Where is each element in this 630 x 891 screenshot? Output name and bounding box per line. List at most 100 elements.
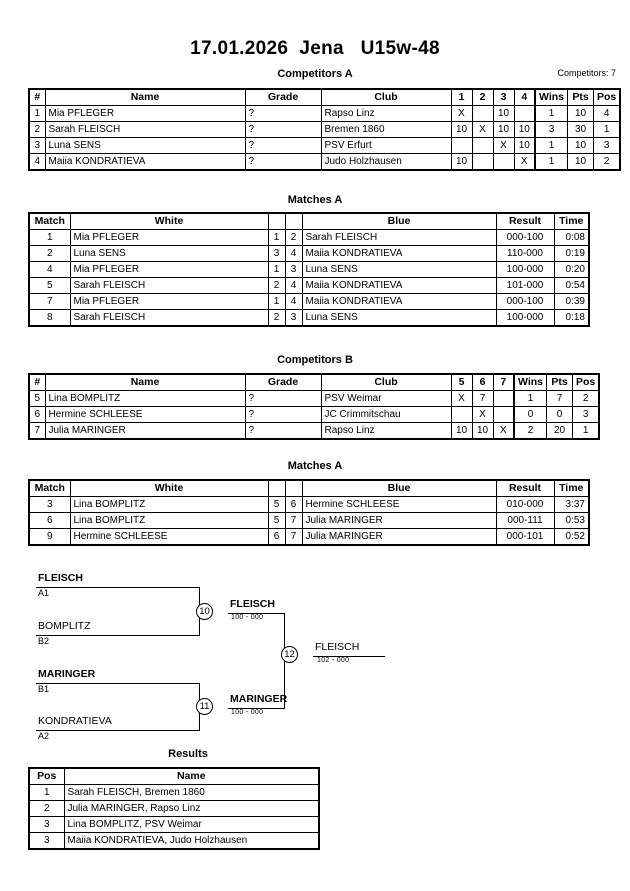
col-header-wins: Wins bbox=[534, 88, 568, 106]
bracket-winner-name: MARINGER bbox=[230, 693, 288, 705]
bracket-winner-name: FLEISCH bbox=[315, 641, 360, 653]
cell-vs-5: 10 bbox=[450, 422, 473, 440]
cell-num: 6 bbox=[28, 406, 46, 423]
cell-pts: 10 bbox=[567, 153, 594, 171]
cell-white: Mia PFLEGER bbox=[69, 293, 269, 310]
cell-name: Julia MARINGER, Rapso Linz bbox=[63, 800, 320, 817]
bracket-winner-score: 102 - 000 bbox=[317, 657, 350, 664]
bracket-seed-name: KONDRATIEVA bbox=[38, 715, 112, 727]
cell-time: 0:19 bbox=[553, 245, 590, 262]
cell-club: JC Crimmitschau bbox=[320, 406, 452, 423]
bracket-seed-code: A2 bbox=[38, 731, 50, 741]
cell-pts: 10 bbox=[567, 105, 594, 122]
bracket-line bbox=[228, 613, 285, 614]
cell-vs-5 bbox=[450, 406, 473, 423]
cell-blue-num: 7 bbox=[284, 528, 303, 546]
cell-grade: ? bbox=[244, 105, 322, 122]
cell-vs-1: X bbox=[450, 105, 473, 122]
cell-white: Mia PFLEGER bbox=[69, 229, 269, 246]
matches-a-heading: Matches A bbox=[287, 194, 343, 206]
cell-name: Sarah FLEISCH, Bremen 1860 bbox=[63, 784, 320, 801]
bracket-line bbox=[36, 730, 200, 731]
table-row: 4 Mia PFLEGER 1 3 Luna SENS 100-000 0:20 bbox=[28, 261, 590, 278]
cell-vs-1 bbox=[450, 137, 473, 154]
cell-white: Hermine SCHLEESE bbox=[69, 528, 269, 546]
pool-a-heading: Competitors A bbox=[277, 68, 353, 80]
results-table: Pos Name 1 Sarah FLEISCH, Bremen 1860 2 … bbox=[28, 767, 320, 850]
cell-time: 0:18 bbox=[553, 309, 590, 327]
cell-club: Judo Holzhausen bbox=[320, 153, 452, 171]
bracket-winner-name: FLEISCH bbox=[230, 598, 275, 610]
col-header-blue-num bbox=[284, 212, 303, 230]
table-header-row: Pos Name bbox=[28, 767, 320, 785]
cell-white: Sarah FLEISCH bbox=[69, 277, 269, 294]
matches-a-table: Match White Blue Result Time 1 Mia PFLEG… bbox=[28, 212, 590, 327]
col-header-name: Name bbox=[44, 373, 246, 391]
cell-pos: 3 bbox=[28, 816, 65, 833]
table-row: 3 Maiia KONDRATIEVA, Judo Holzhausen bbox=[28, 832, 320, 850]
bracket-node-11: 11 bbox=[196, 698, 213, 715]
cell-num: 4 bbox=[28, 153, 46, 171]
cell-blue: Julia MARINGER bbox=[301, 512, 497, 529]
col-header-blue-num bbox=[284, 479, 303, 497]
bracket-node-10: 10 bbox=[196, 603, 213, 620]
cell-blue-num: 4 bbox=[284, 245, 303, 262]
col-header-pts: Pts bbox=[567, 88, 594, 106]
cell-match: 1 bbox=[28, 229, 71, 246]
col-header-match: Match bbox=[28, 212, 71, 230]
cell-vs-1: 10 bbox=[450, 121, 473, 138]
cell-blue-num: 6 bbox=[284, 496, 303, 513]
competitors-b-table: # Name Grade Club 5 6 7 Wins Pts Pos 5 L… bbox=[28, 373, 601, 440]
bracket-seed-name: BOMPLITZ bbox=[38, 620, 91, 632]
results-heading: Results bbox=[168, 748, 208, 760]
cell-match: 9 bbox=[28, 528, 71, 546]
table-row: 2 Sarah FLEISCH ? Bremen 1860 10 X 10 10… bbox=[28, 121, 621, 138]
competitors-a-table: # Name Grade Club 1 2 3 4 Wins Pts Pos 1… bbox=[28, 88, 622, 171]
cell-num: 1 bbox=[28, 105, 46, 122]
cell-grade: ? bbox=[244, 390, 322, 407]
cell-grade: ? bbox=[244, 422, 322, 440]
cell-pos: 1 bbox=[572, 422, 600, 440]
cell-club: PSV Erfurt bbox=[320, 137, 452, 154]
cell-grade: ? bbox=[244, 406, 322, 423]
cell-wins: 1 bbox=[513, 390, 547, 407]
table-header-row: # Name Grade Club 5 6 7 Wins Pts Pos bbox=[28, 373, 600, 391]
cell-blue: Maiia KONDRATIEVA bbox=[301, 277, 497, 294]
cell-result: 000-100 bbox=[495, 229, 555, 246]
table-header-row: Match White Blue Result Time bbox=[28, 479, 590, 497]
cell-blue: Julia MARINGER bbox=[301, 528, 497, 546]
cell-wins: 1 bbox=[534, 153, 568, 171]
col-header-time: Time bbox=[553, 479, 590, 497]
cell-name: Lina BOMPLITZ, PSV Weimar bbox=[63, 816, 320, 833]
cell-result: 000-111 bbox=[495, 512, 555, 529]
cell-white: Lina BOMPLITZ bbox=[69, 496, 269, 513]
cell-pos: 3 bbox=[593, 137, 621, 154]
col-header-white-num bbox=[267, 479, 286, 497]
cell-time: 3:37 bbox=[553, 496, 590, 513]
table-row: 4 Maiia KONDRATIEVA ? Judo Holzhausen 10… bbox=[28, 153, 621, 171]
cell-num: 7 bbox=[28, 422, 46, 440]
cell-white: Sarah FLEISCH bbox=[69, 309, 269, 327]
matches-b-table: Match White Blue Result Time 3 Lina BOMP… bbox=[28, 479, 590, 546]
col-header-vs-3: 3 bbox=[492, 88, 515, 106]
page-title: 17.01.2026 Jena U15w-48 bbox=[190, 38, 440, 59]
col-header-white-num bbox=[267, 212, 286, 230]
cell-blue: Luna SENS bbox=[301, 261, 497, 278]
col-header-vs-5: 5 bbox=[450, 373, 473, 391]
cell-vs-6: 10 bbox=[471, 422, 494, 440]
bracket-line bbox=[36, 635, 200, 636]
bracket-seed-code: B2 bbox=[38, 636, 50, 646]
col-header-pos: Pos bbox=[572, 373, 600, 391]
cell-result: 010-000 bbox=[495, 496, 555, 513]
col-header-pos: Pos bbox=[593, 88, 621, 106]
col-header-name: Name bbox=[44, 88, 246, 106]
col-header-blue: Blue bbox=[301, 212, 497, 230]
cell-white-num: 3 bbox=[267, 245, 286, 262]
col-header-wins: Wins bbox=[513, 373, 547, 391]
cell-result: 000-101 bbox=[495, 528, 555, 546]
cell-wins: 1 bbox=[534, 137, 568, 154]
cell-grade: ? bbox=[244, 153, 322, 171]
cell-vs-4: X bbox=[513, 153, 536, 171]
col-header-white: White bbox=[69, 212, 269, 230]
